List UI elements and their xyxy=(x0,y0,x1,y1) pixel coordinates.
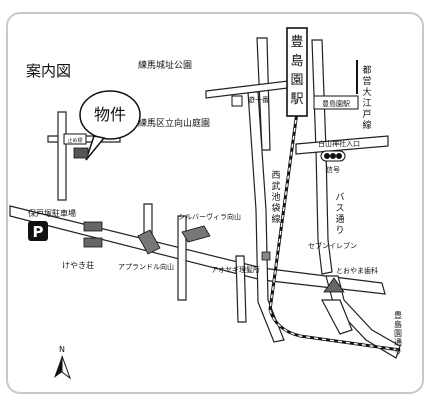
parking-label: 保戸塚駐車場 xyxy=(28,208,76,218)
yuugi-label: 遊一番 xyxy=(248,95,269,104)
property-building xyxy=(73,147,89,159)
svg-text:戸: 戸 xyxy=(362,109,371,120)
parking-lot-1 xyxy=(83,221,103,232)
svg-text:線: 線 xyxy=(271,213,280,225)
small-station-label: 豊島園駅 xyxy=(322,99,350,108)
toshimaen-station-box xyxy=(286,27,308,117)
svg-text:り: り xyxy=(335,225,344,236)
svg-text:池: 池 xyxy=(271,191,280,203)
apland-building xyxy=(137,229,161,255)
property-bubble-tail xyxy=(85,135,106,161)
svg-text:通: 通 xyxy=(335,214,344,225)
parking-icon-letter: P xyxy=(33,223,44,241)
nerima-castle-park-label: 練馬城址公園 xyxy=(138,59,192,71)
svg-text:武: 武 xyxy=(271,180,280,192)
svg-text:西: 西 xyxy=(271,170,280,181)
north-road-b xyxy=(247,91,285,343)
property-label: 物件 xyxy=(94,105,126,124)
stop-sign-label: 止め標 xyxy=(67,137,82,144)
property-bubble xyxy=(79,90,141,140)
svg-text:ス: ス xyxy=(335,204,344,214)
signal-label: 信号 xyxy=(326,165,340,174)
toshimaen-street-road xyxy=(321,299,353,335)
koyama-park-label: 練馬区立向山庭園 xyxy=(138,117,210,129)
seven-eleven-marker xyxy=(261,251,271,261)
svg-text:島: 島 xyxy=(394,319,402,329)
aoyagi-road xyxy=(235,255,247,323)
dental-marker xyxy=(323,277,345,293)
station-char-2: 島 xyxy=(290,54,303,69)
svg-text:通: 通 xyxy=(394,337,402,347)
toshimaen-street-label: 豊 島 園 通 り xyxy=(394,310,402,356)
shirayama-label: 白山神社入口 xyxy=(318,139,360,148)
apland-label: アプランドル向山 xyxy=(118,262,174,271)
stop-sign-box xyxy=(63,133,87,145)
silver-villa-building xyxy=(181,225,211,243)
svg-text:袋: 袋 xyxy=(271,202,280,214)
parking-road xyxy=(177,215,187,301)
toei-oedo-line-label: 都 営 大 江 戸 線 xyxy=(362,65,371,131)
station-char-4: 駅 xyxy=(290,92,303,107)
north-arrow-icon xyxy=(54,355,72,380)
shirayama-road xyxy=(295,135,389,155)
north-label: N xyxy=(59,345,65,354)
seibu-railway xyxy=(268,111,401,352)
dental-label: とおやま歯科 xyxy=(336,266,378,275)
silver-villa-label: シルバーヴィラ向山 xyxy=(178,212,241,221)
station-char-3: 園 xyxy=(290,73,303,88)
aoyagi-label: アオヤギ理髪所 xyxy=(211,265,260,274)
property-road xyxy=(57,111,67,201)
svg-text:江: 江 xyxy=(362,98,371,109)
parking-lot-2 xyxy=(83,237,103,248)
small-station-box xyxy=(313,95,359,110)
station-approach-road xyxy=(205,80,289,99)
seven-eleven-label: セブンイレブン xyxy=(308,241,357,250)
svg-text:り: り xyxy=(394,347,402,356)
keyakiso-label: けやき荘 xyxy=(62,260,94,270)
north-road-a xyxy=(256,37,271,151)
seibu-line-label: 西 武 池 袋 線 xyxy=(271,170,280,225)
svg-text:都: 都 xyxy=(362,65,371,76)
svg-text:大: 大 xyxy=(362,86,371,98)
svg-text:園: 園 xyxy=(394,329,402,338)
map-title: 案内図 xyxy=(26,62,71,80)
svg-text:バ: バ xyxy=(335,192,344,203)
svg-text:線: 線 xyxy=(362,119,371,131)
station-char-1: 豊 xyxy=(290,35,303,50)
svg-text:豊: 豊 xyxy=(394,310,402,320)
parking-icon xyxy=(28,221,48,241)
map-frame xyxy=(6,12,424,394)
svg-text:営: 営 xyxy=(362,75,371,87)
bus-street-label: バ ス 通 り xyxy=(335,192,344,236)
yuugi-marker xyxy=(231,95,243,107)
